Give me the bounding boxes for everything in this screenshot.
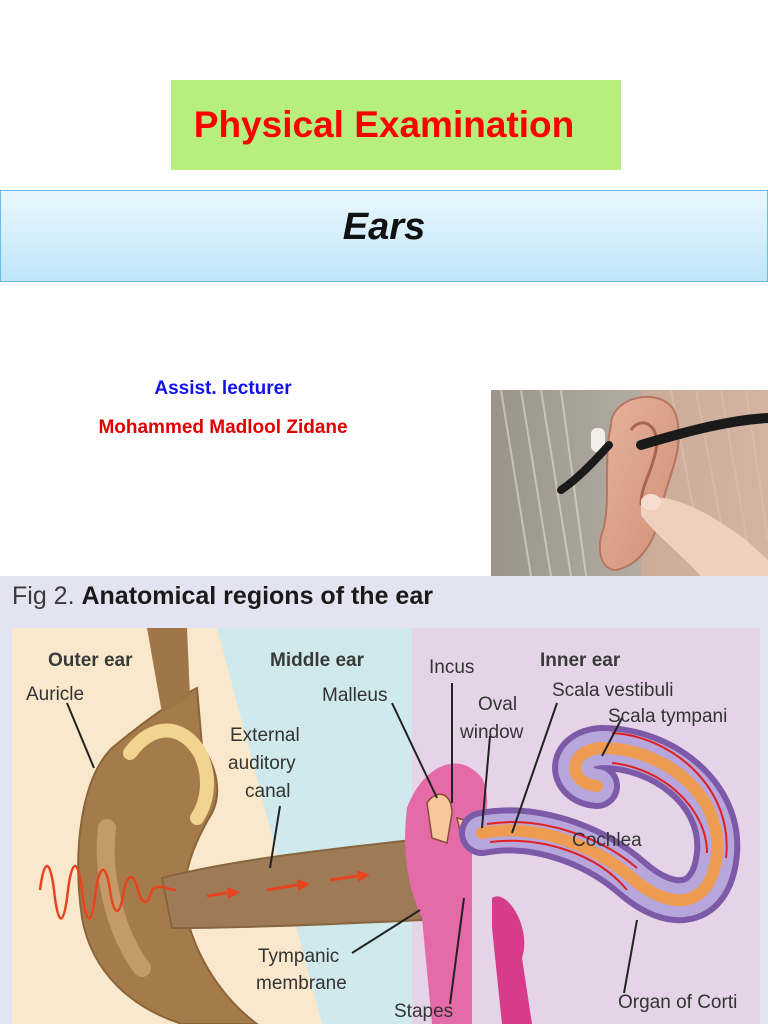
ear-diagram: Outer ear Middle ear Inner ear Auricle E… xyxy=(12,628,760,1024)
outer-ear-label: Outer ear xyxy=(48,650,133,671)
figure-title: Anatomical regions of the ear xyxy=(81,582,433,610)
subtitle-bar: Ears xyxy=(0,190,768,282)
organ-of-corti-label: Organ of Corti xyxy=(618,992,737,1013)
external-canal-shape xyxy=(160,838,424,930)
cochlea-label: Cochlea xyxy=(572,830,642,851)
scala-tympani-label: Scala tympani xyxy=(608,706,727,727)
external-label-2: auditory xyxy=(228,753,296,774)
figure-number: Fig 2. xyxy=(12,582,75,610)
title-box: Physical Examination xyxy=(171,80,621,170)
scala-vestibuli-label: Scala vestibuli xyxy=(552,680,673,701)
incus-label: Incus xyxy=(429,657,474,678)
auricle-label: Auricle xyxy=(26,684,84,705)
tympanic-label-1: Tympanic xyxy=(258,946,339,967)
author-name: Mohammed Madlool Zidane xyxy=(98,417,348,438)
sound-arrows xyxy=(206,870,370,899)
tympanic-label-2: membrane xyxy=(256,973,347,994)
oval-window-label-2: window xyxy=(459,722,524,743)
malleus-label: Malleus xyxy=(322,685,387,706)
figure-caption: Fig 2. Anatomical regions of the ear xyxy=(12,582,433,611)
cochlea-duct xyxy=(476,741,724,907)
inner-ear-label: Inner ear xyxy=(540,650,621,671)
external-label-3: canal xyxy=(245,781,290,802)
ear-exam-photo xyxy=(491,390,768,576)
stapes-label: Stapes xyxy=(394,1001,453,1022)
author-role: Assist. lecturer xyxy=(154,378,292,399)
page-subtitle: Ears xyxy=(342,205,426,248)
middle-ear-label: Middle ear xyxy=(270,650,365,671)
middle-ear-region xyxy=(217,628,412,1024)
page-title: Physical Examination xyxy=(193,104,575,145)
ear-anatomy-figure: Fig 2. Anatomical regions of the ear xyxy=(0,576,768,1024)
external-label-1: External xyxy=(230,725,300,746)
sound-wave xyxy=(38,865,177,920)
oval-window-label-1: Oval xyxy=(478,694,517,715)
